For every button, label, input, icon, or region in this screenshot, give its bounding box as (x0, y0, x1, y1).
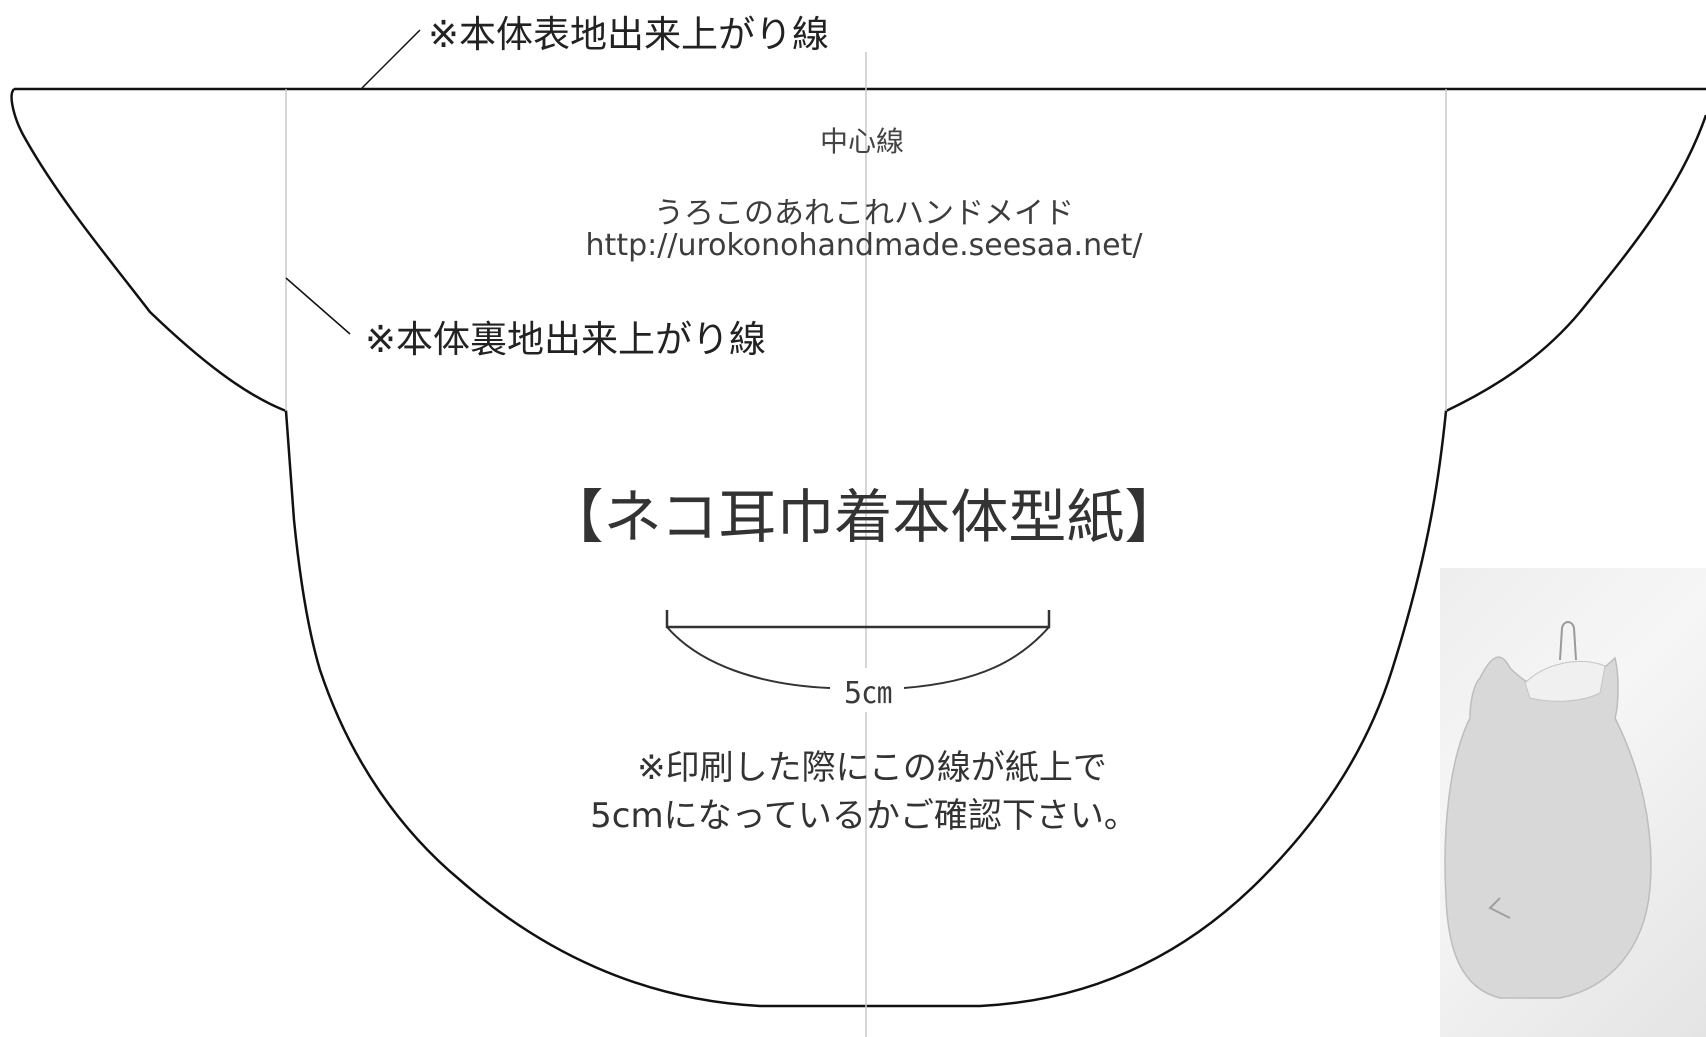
cat-ear-pouch-photo (1440, 568, 1706, 1037)
outer-note-leader (361, 29, 421, 89)
inner-note-leader (285, 277, 351, 335)
scale-arc (666, 626, 1050, 689)
print-check-note-line1: ※印刷した際にこの線が紙上で (637, 748, 1107, 788)
pattern-title: 【ネコ耳巾着本体型紙】 (545, 483, 1183, 551)
author-url: http://urokonohandmade.seesaa.net/ (585, 228, 1143, 263)
scale-bar (665, 610, 1051, 629)
inner-finish-line-note: ※本体裏地出来上がり線 (365, 318, 767, 361)
outer-finish-line-note: ※本体表地出来上がり線 (428, 13, 830, 56)
author-credit: うろこのあれこれハンドメイド (654, 196, 1074, 231)
pouch-illustration (1444, 621, 1652, 999)
print-check-note-line2: 5cmになっているかご確認下さい。 (590, 796, 1138, 836)
scale-label: 5㎝ (838, 668, 899, 712)
outer-finish-outline (10, 87, 1706, 1008)
center-line-label: 中心線 (820, 125, 905, 158)
